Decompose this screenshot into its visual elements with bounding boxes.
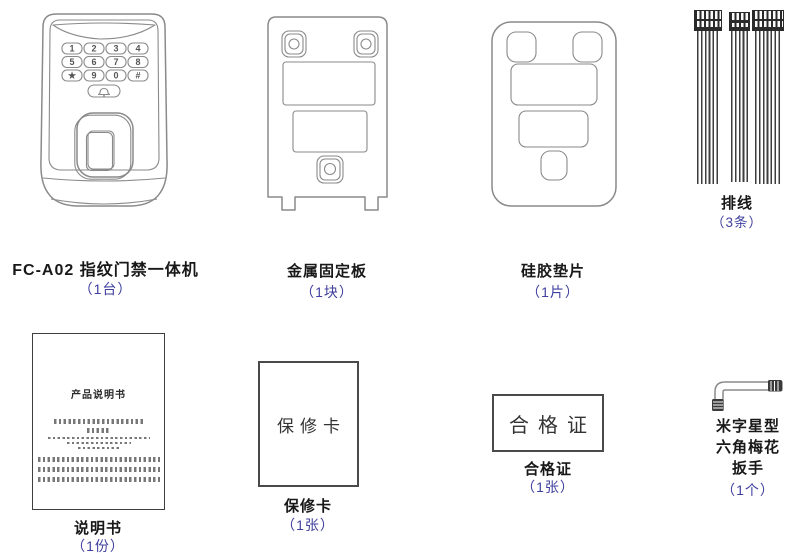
wrench-name-line-1: 米字星型 (715, 418, 780, 435)
cable-wires (697, 31, 720, 184)
placeholder-text-line (77, 447, 120, 449)
placeholder-text-line (47, 437, 150, 439)
key-4: 4 (135, 44, 140, 54)
cable-connector (694, 10, 722, 31)
item-qty-ribbon-cables: （3条） (710, 215, 763, 230)
gasket-slot-lower (518, 110, 589, 148)
cable-connector (729, 12, 750, 31)
warranty-card-text: 保修卡 (277, 416, 346, 436)
key-2: 2 (91, 44, 96, 54)
item-name-warranty-card: 保修卡 (283, 498, 332, 515)
key-3: 3 (113, 44, 118, 54)
placeholder-text-line (37, 467, 160, 472)
item-qty-metal-plate: （1块） (300, 284, 354, 300)
item-name-metal-plate: 金属固定板 (286, 263, 367, 280)
device-keypad: 1 2 3 4 5 6 7 8 ★ 9 0 # (61, 42, 149, 82)
gasket-hole-top-right (572, 31, 603, 63)
manual-illustration: 产品说明书 (32, 333, 165, 510)
item-qty-silicone-gasket: （1片） (526, 284, 580, 300)
placeholder-text-line (37, 477, 160, 482)
plate-screw-hole-top-left (281, 30, 307, 58)
silicone-gasket-illustration (491, 21, 617, 207)
wrench-end-tip (712, 399, 724, 411)
item-qty-wrench: （1个） (721, 482, 775, 498)
key-1: 1 (69, 44, 74, 54)
item-name-device: FC-A02 指纹门禁一体机 (12, 262, 199, 279)
wrench-name-line-3: 扳手 (731, 460, 764, 477)
cable-wires (755, 31, 782, 184)
wrench-star-tip (768, 380, 782, 392)
key-5: 5 (69, 57, 74, 67)
device-lens (52, 22, 156, 40)
item-name-ribbon-cables: 排线 (720, 195, 753, 212)
item-qty-certificate: （1张） (521, 479, 575, 495)
gasket-hole-bottom (540, 150, 568, 181)
wrench-illustration (712, 380, 783, 411)
placeholder-text-line (37, 457, 160, 462)
gasket-hole-top-left (506, 31, 537, 63)
item-qty-device: （1台） (78, 281, 133, 297)
key-9: 9 (91, 71, 96, 81)
certificate-text: 合格证 (509, 414, 596, 437)
plate-screw-hole-top-right (353, 30, 379, 58)
item-name-wrench: 米字星型 六角梅花 扳手 (698, 416, 798, 479)
doorbell-button (87, 84, 121, 98)
metal-plate-illustration (267, 16, 388, 211)
placeholder-text-line (86, 428, 111, 433)
placeholder-text-line (66, 442, 131, 444)
key-0: 0 (113, 71, 118, 81)
item-name-silicone-gasket: 硅胶垫片 (520, 263, 585, 280)
fingerprint-sensor (74, 112, 134, 180)
item-name-manual: 说明书 (73, 520, 122, 537)
key-star: ★ (68, 71, 77, 81)
wrench-name-line-2: 六角梅花 (715, 439, 780, 456)
key-6: 6 (91, 57, 96, 67)
warranty-card-illustration: 保修卡 (258, 361, 359, 487)
placeholder-text-line (53, 419, 144, 424)
key-7: 7 (113, 57, 118, 67)
manual-title: 产品说明书 (71, 390, 126, 401)
key-hash: # (135, 71, 140, 81)
cable-wires (731, 31, 748, 182)
plate-screw-hole-bottom (316, 155, 344, 184)
bell-icon (97, 87, 111, 97)
item-qty-warranty-card: （1张） (281, 517, 335, 533)
plate-slot-upper (282, 61, 376, 106)
device-base-lip (50, 198, 158, 205)
device-base-line (42, 177, 166, 182)
cable-connector (752, 10, 784, 31)
plate-slot-lower (292, 110, 368, 153)
item-qty-manual: （1份） (71, 538, 125, 554)
fingerprint-device-illustration: 1 2 3 4 5 6 7 8 ★ 9 0 # (40, 13, 168, 207)
key-8: 8 (135, 57, 140, 67)
certificate-illustration: 合格证 (492, 394, 604, 452)
gasket-slot-upper (510, 63, 598, 106)
item-name-certificate: 合格证 (523, 461, 572, 478)
